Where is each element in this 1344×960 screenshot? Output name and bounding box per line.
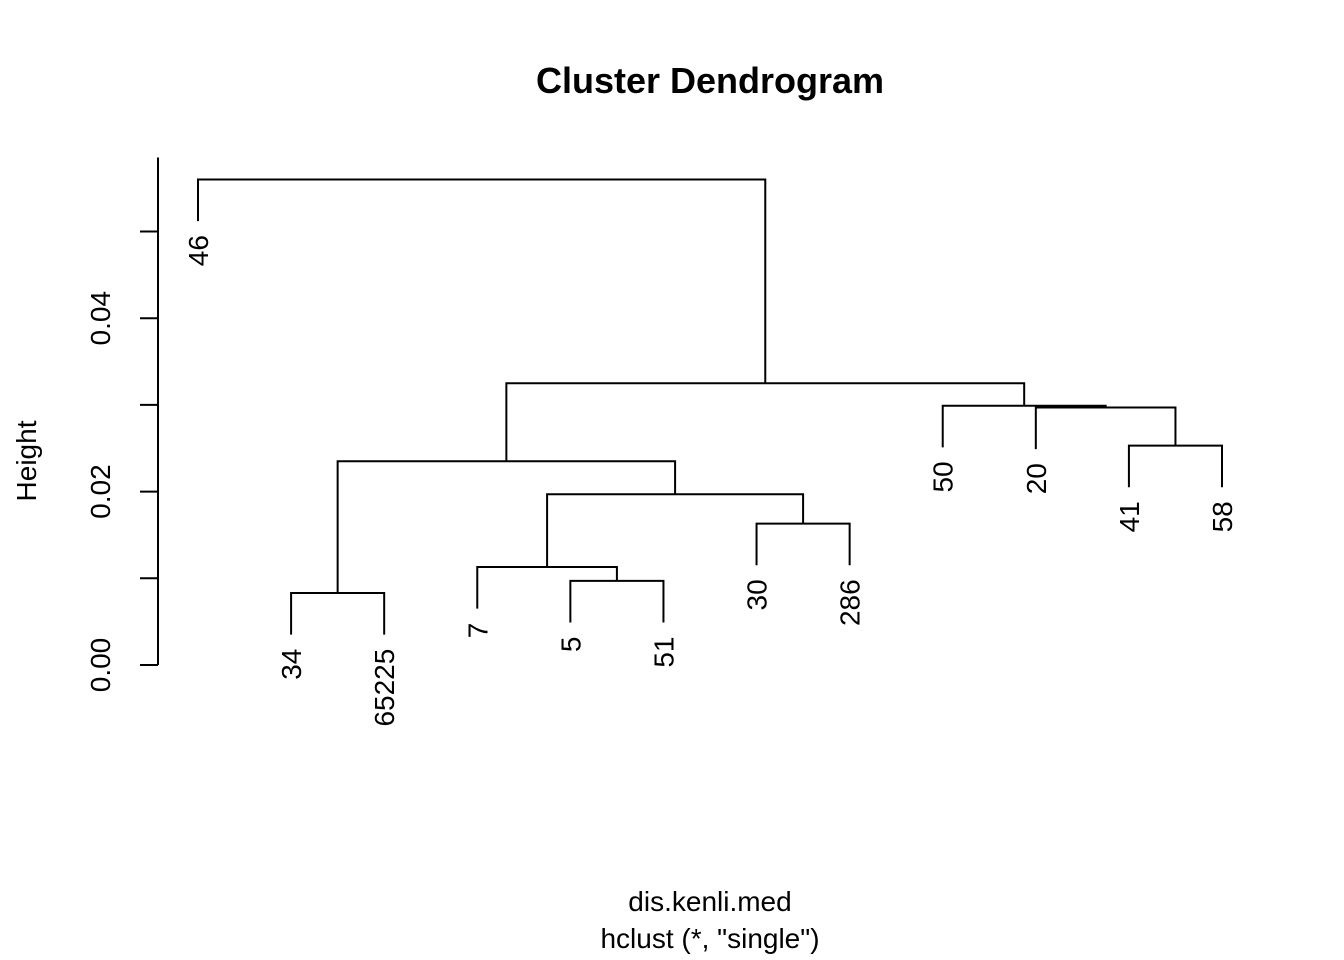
dendrogram-branch bbox=[755, 522, 851, 566]
y-axis-label: Height bbox=[11, 420, 42, 501]
leaf-label: 58 bbox=[1207, 501, 1238, 532]
x-axis-label: dis.kenli.med bbox=[628, 886, 791, 917]
dendrogram-branch bbox=[569, 579, 665, 623]
leaf-label: 20 bbox=[1021, 463, 1052, 494]
chart-title: Cluster Dendrogram bbox=[536, 60, 884, 101]
dendrogram-branch bbox=[197, 178, 767, 384]
dendrogram-branch bbox=[1127, 444, 1223, 488]
leaf-label: 286 bbox=[835, 579, 866, 626]
dendrogram-branch bbox=[546, 493, 805, 568]
dendrogram-branch bbox=[336, 460, 677, 594]
dendrogram-branch bbox=[290, 592, 386, 635]
method-sublabel: hclust (*, "single") bbox=[600, 923, 819, 954]
leaf-label: 65225 bbox=[369, 649, 400, 727]
leaf-label: 41 bbox=[1114, 501, 1145, 532]
y-tick-label: 0.02 bbox=[85, 464, 116, 518]
y-tick-label: 0.00 bbox=[85, 638, 116, 693]
leaf-label: 34 bbox=[276, 649, 307, 680]
leaf-label: 5 bbox=[555, 637, 586, 653]
leaf-labels: 46 34 65225 7 5 51 30 286 50 20 41 58 bbox=[183, 235, 1238, 726]
dendrogram-branch bbox=[941, 404, 1107, 448]
dendrogram-branch bbox=[1034, 406, 1177, 450]
leaf-label: 7 bbox=[462, 623, 493, 639]
leaf-label: 51 bbox=[648, 637, 679, 668]
dendrogram-branch bbox=[505, 382, 1026, 462]
y-tick-label: 0.04 bbox=[85, 291, 116, 346]
leaf-label: 30 bbox=[742, 579, 773, 610]
dendrogram-branch bbox=[476, 566, 618, 609]
leaf-label: 50 bbox=[928, 461, 959, 492]
leaf-label: 46 bbox=[183, 235, 214, 266]
y-axis: 0.00 0.02 0.04 bbox=[85, 157, 159, 693]
dendrogram-branches bbox=[197, 178, 1223, 635]
